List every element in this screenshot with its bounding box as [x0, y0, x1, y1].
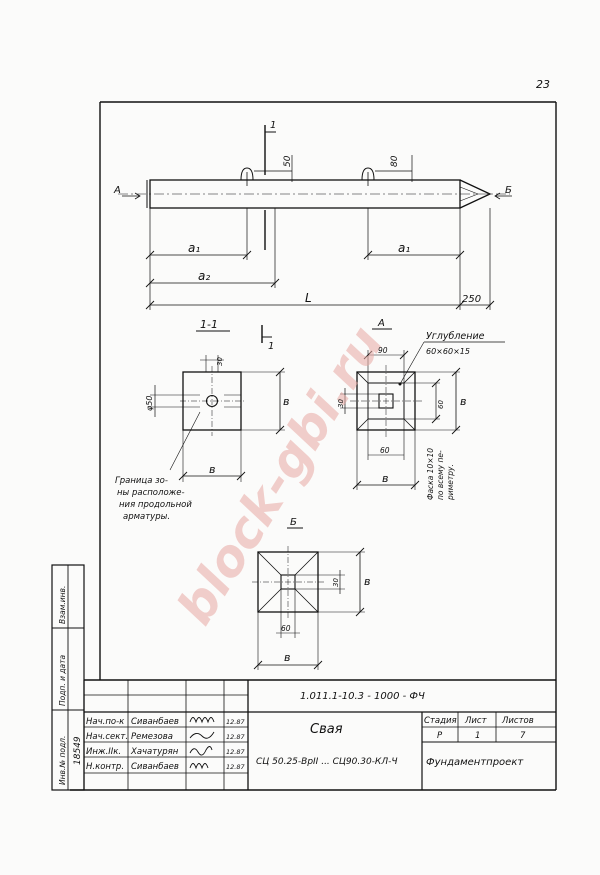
view-a-title: А [377, 318, 385, 329]
sheets-value: 7 [520, 731, 526, 741]
dim-30-b: 30 [332, 578, 340, 587]
note-chamfer-2: по всему пе- [436, 450, 445, 500]
dim-b-a-bottom: в [382, 472, 388, 485]
sheet-value: 1 [475, 731, 480, 741]
dim-length: L [305, 291, 312, 305]
stage-value: Р [437, 731, 443, 741]
view-a [340, 328, 505, 490]
note-chamfer-1: Фаска 10×10 [426, 448, 435, 500]
note-zone-2: ны расположе- [117, 488, 185, 498]
dim-b-a-side: в [460, 395, 466, 408]
subtitle: СЦ 50.25-ВрII ... СЦ90.30-КЛ-Ч [256, 757, 398, 767]
role-4: Н.контр. [86, 762, 124, 772]
dim-80-top: 80 [390, 155, 400, 167]
dim-90-a: 90 [378, 346, 388, 355]
section-mark-bottom: 1 [268, 341, 274, 352]
stage-label: Стадия [424, 716, 457, 726]
dim-30-s: 30 [216, 357, 224, 366]
date-2: 12.87 [226, 733, 245, 741]
recess-size: 60×60×15 [426, 347, 470, 356]
note-zone-1: Граница зо- [115, 476, 168, 486]
dim-phi50: φ50 [145, 396, 154, 411]
signatures [189, 717, 215, 770]
org-name: Фундаментпроект [426, 757, 524, 768]
dim-60-a-bottom: 60 [380, 446, 390, 455]
note-zone-4: арматуры. [123, 512, 170, 522]
dim-30-a: 30 [337, 399, 345, 408]
role-2: Нач.сект. [86, 732, 128, 742]
section-title: 1-1 [200, 318, 218, 331]
dim-b-s-bottom: в [209, 463, 215, 476]
stamp-inv-value: 18549 [73, 736, 83, 765]
role-1: Нач.по-к [86, 717, 125, 727]
page-number: 23 [536, 78, 550, 91]
dim-b-b-side: в [364, 575, 370, 588]
role-3: Инж.IIк. [86, 747, 121, 757]
stamp-sign-label: Подп. и дата [58, 655, 67, 706]
dim-a1-left: a₁ [188, 241, 200, 255]
section-1-1 [150, 330, 285, 482]
stamp-replace-label: Взам.инв. [58, 586, 67, 624]
dim-60-a-side: 60 [437, 400, 445, 409]
label-b: Б [505, 185, 512, 196]
dim-a2: a₂ [198, 269, 210, 283]
dim-60-b: 60 [281, 624, 291, 633]
title: Свая [310, 722, 343, 737]
name-3: Хачатурян [130, 747, 179, 757]
sheet-label: Лист [464, 716, 488, 726]
dim-250: 250 [462, 294, 481, 305]
side-stamp-grid [51, 564, 85, 791]
watermark: block-gbi.ru [166, 316, 395, 634]
dim-b-s-side: в [283, 395, 289, 408]
date-4: 12.87 [226, 763, 245, 771]
sheet-frame [70, 101, 557, 791]
date-1: 12.87 [226, 718, 245, 726]
section-mark-top: 1 [270, 120, 276, 131]
date-3: 12.87 [226, 748, 245, 756]
dim-b-b-bottom: в [284, 651, 290, 664]
view-b [252, 527, 365, 670]
note-chamfer-3: риметру. [446, 464, 455, 501]
note-zone-3: ния продольной [119, 500, 192, 510]
name-4: Сиванбаев [131, 762, 179, 772]
pile-elevation [118, 125, 512, 343]
stamp-inv-label: Инв.№ подл. [58, 736, 67, 785]
label-a: А [113, 185, 121, 196]
doc-code: 1.011.1-10.3 - 1000 - ФЧ [300, 691, 425, 702]
title-block-grid [83, 679, 556, 790]
name-1: Сиванбаев [131, 717, 179, 727]
sheets-label: Листов [501, 716, 534, 726]
recess-title: Углубление [426, 331, 485, 342]
dim-a1-right: a₁ [398, 241, 410, 255]
view-b-title: Б [290, 517, 297, 528]
dim-50-top: 50 [283, 155, 293, 167]
name-2: Ремезова [131, 732, 173, 742]
